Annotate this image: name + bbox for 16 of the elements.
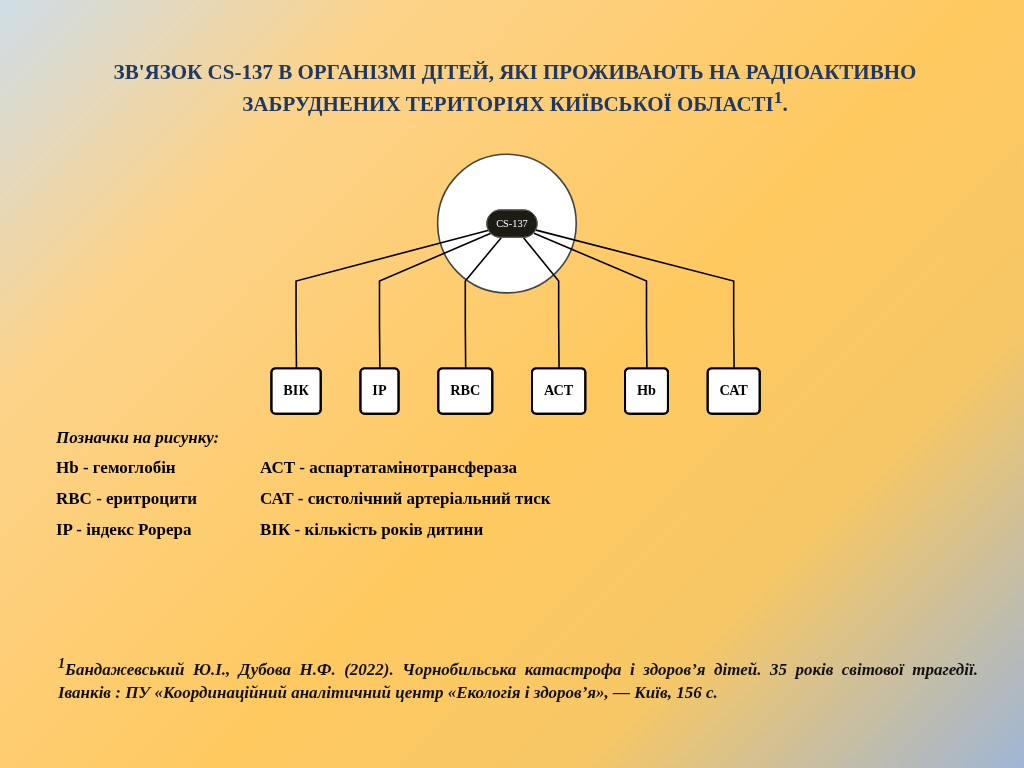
legend-heading: Позначки на рисунку: [56, 428, 221, 448]
abbreviation-note: RBC - еритроцити [56, 489, 199, 509]
connector [378, 232, 492, 370]
abbreviation-note: IP - індекс Рорера [56, 520, 193, 540]
abbreviation-note: Hb - гемоглобін [56, 458, 177, 478]
connector [295, 229, 490, 370]
cluster [436, 153, 578, 294]
abbreviation-note: САТ - систолічний артеріальний тиск [260, 489, 551, 509]
connector [535, 229, 735, 370]
abbreviation-note: ВІК - кількість років дитини [260, 520, 485, 540]
abbreviation-note: АСТ - аспартатамінотрансфераза [260, 458, 519, 478]
connector [533, 232, 648, 370]
connector [464, 236, 502, 370]
footnote-text: $^{1}$Бандажевський Ю.І., Дубова Н.Ф. (2022). Чорнобильська катастрофа і здоров’я дітей. 35 років світової трагедії. Іванків : ПУ «Координаційний аналітичний центр «Екологія і здоров’я», — Київ, 156 с. [58, 654, 978, 704]
connector [522, 236, 560, 370]
slide-title: ЗВ'ЯЗОК CS-137 В ОРГАНІЗМІ ДІТЕЙ, ЯКІ ПРОЖИВАЮТЬ НА РАДІОАКТИВНО ЗАБРУДНЕНИХ ТЕРИТОРІЯХ КИЇВСЬКОЇ ОБЛАСТІ$^{1}$. [112, 60, 918, 117]
